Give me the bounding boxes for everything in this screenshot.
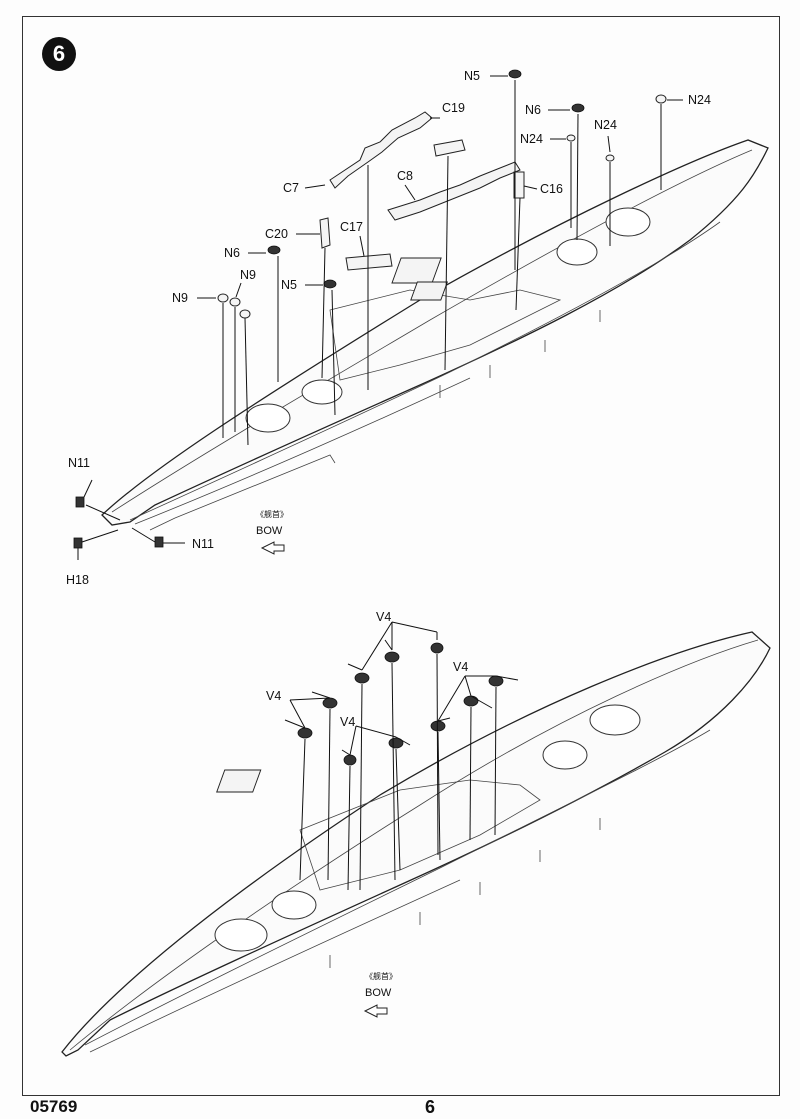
label-n6-left: N6 <box>224 246 240 260</box>
top-leader-lines <box>77 75 683 560</box>
label-n5-top: N5 <box>464 69 480 83</box>
label-n9-upper: N9 <box>240 268 256 282</box>
page-number: 6 <box>425 1097 436 1117</box>
label-n24-mid: N24 <box>520 132 543 146</box>
part-n9-b <box>229 297 241 307</box>
page-border <box>22 16 780 1096</box>
label-n11-right: N11 <box>192 537 214 551</box>
part-n11-left <box>75 496 85 508</box>
label-v4-right: V4 <box>453 660 468 674</box>
part-n24-a <box>655 94 667 104</box>
part-n6-left <box>267 245 281 255</box>
bow-label-cn-bottom: 《舰首》 <box>365 971 397 981</box>
bottom-leader-lines <box>289 621 497 891</box>
part-v4-gun <box>430 642 444 654</box>
part-c8-strip <box>387 161 521 221</box>
part-n6-top <box>571 103 585 113</box>
barbette <box>542 740 588 770</box>
product-code: 05769 <box>30 1097 78 1116</box>
part-v4-gun <box>388 737 404 749</box>
bow-label-bottom: BOW <box>365 987 392 999</box>
label-n11-left: N11 <box>68 456 90 470</box>
part-n9-a <box>217 293 229 303</box>
top-ship-hull <box>101 139 769 531</box>
part-n24-b <box>566 134 576 142</box>
part-v4-gun <box>322 697 338 709</box>
barbette <box>556 238 598 266</box>
part-c17 <box>345 253 393 271</box>
part-c19-strip <box>329 111 433 189</box>
label-n9-left: N9 <box>172 291 188 305</box>
bottom-ship-hull <box>61 631 771 1057</box>
label-v4-middle: V4 <box>340 715 355 729</box>
part-n5-top <box>508 69 522 79</box>
part-c16 <box>513 171 525 199</box>
label-v4-top: V4 <box>376 610 391 624</box>
barbette <box>605 207 651 237</box>
bow-label-cn-top: 《舰首》 <box>256 509 288 519</box>
label-c17: C17 <box>340 220 363 234</box>
label-c20: C20 <box>265 227 288 241</box>
label-n24-upper: N24 <box>594 118 617 132</box>
part-n5-left <box>323 279 337 289</box>
barbette <box>214 918 268 952</box>
barbette <box>301 379 343 405</box>
part-v4-gun <box>343 754 357 766</box>
bottom-labels: V4 V4 V4 V4 《舰首》 BOW <box>266 610 468 1018</box>
part-h18 <box>73 537 83 549</box>
label-n5-left: N5 <box>281 278 297 292</box>
part-v4-gun <box>354 672 370 684</box>
label-c19: C19 <box>442 101 465 115</box>
part-n9-c <box>239 309 251 319</box>
part-v4-gun <box>488 675 504 687</box>
top-parts <box>73 69 667 549</box>
barbette <box>271 890 317 920</box>
part-c19-top <box>433 139 466 157</box>
part-v4-gun <box>297 727 313 739</box>
step-number-badge: 6 <box>42 37 76 71</box>
label-n6-top: N6 <box>525 103 541 117</box>
label-c8: C8 <box>397 169 413 183</box>
barbette <box>589 704 641 736</box>
part-v4-gun <box>430 720 446 732</box>
barbette <box>245 403 291 433</box>
bottom-parts <box>284 632 519 766</box>
part-c20 <box>319 217 331 249</box>
bow-arrow-top <box>260 541 285 555</box>
part-v4-gun <box>463 695 479 707</box>
bow-label-top: BOW <box>256 525 283 537</box>
part-v4-gun <box>384 651 400 663</box>
part-n24-c <box>605 154 615 162</box>
top-labels: N5 N6 N24 C19 N24 N24 C7 C8 C16 C20 C17 … <box>66 69 711 587</box>
label-v4-left: V4 <box>266 689 281 703</box>
bow-arrow-bottom <box>363 1004 388 1018</box>
part-n11-right <box>154 536 164 548</box>
label-n24-right: N24 <box>688 93 711 107</box>
label-c7: C7 <box>283 181 299 195</box>
label-c16: C16 <box>540 182 563 196</box>
label-h18: H18 <box>66 573 89 587</box>
